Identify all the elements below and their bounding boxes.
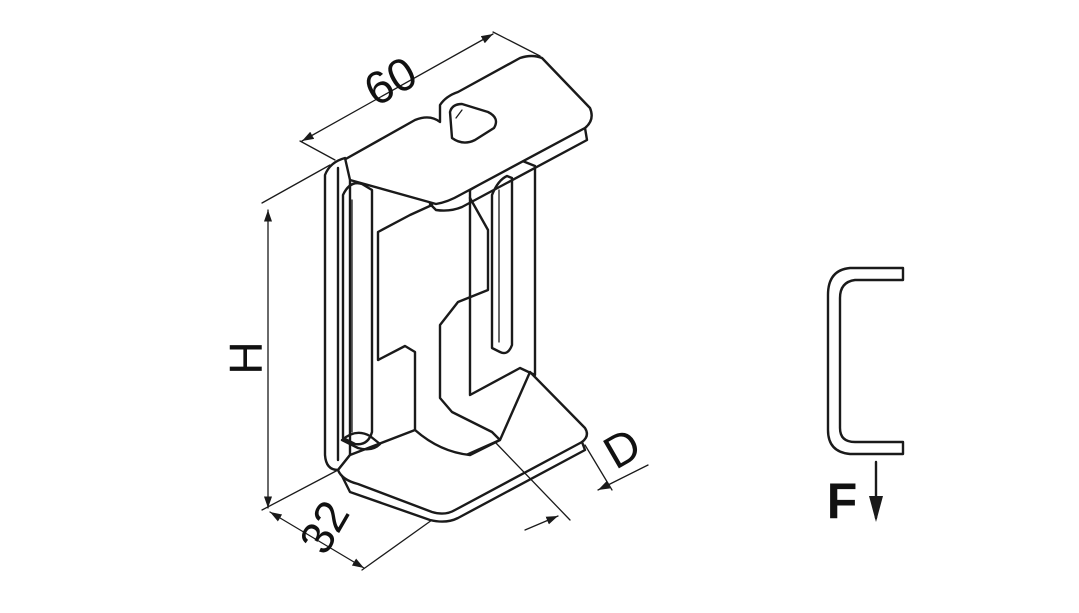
force-arrowhead bbox=[869, 496, 883, 522]
bracket-3d bbox=[323, 54, 593, 523]
rear-slot bbox=[490, 174, 514, 355]
dimension-height bbox=[261, 164, 339, 511]
profile-outer bbox=[826, 266, 905, 456]
top-flange-edge bbox=[428, 126, 589, 212]
dimension-length bbox=[299, 31, 541, 161]
depth-label: D bbox=[595, 417, 650, 479]
bottom-flange bbox=[336, 370, 589, 515]
height-label: H bbox=[220, 341, 272, 374]
dimension-depth bbox=[494, 441, 649, 531]
dimension-width bbox=[269, 511, 433, 571]
bottom-slot bbox=[340, 431, 382, 451]
force-label: F bbox=[827, 473, 858, 529]
width-label: 32 bbox=[289, 492, 360, 562]
bottom-flange-edge bbox=[340, 440, 587, 523]
left-slot bbox=[341, 181, 374, 446]
side-profile bbox=[826, 266, 905, 456]
back-web bbox=[468, 158, 537, 397]
